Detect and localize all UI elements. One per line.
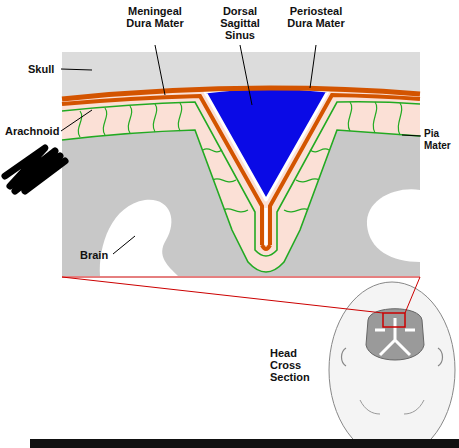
arachnoid-line [62, 102, 420, 256]
part-label: Head Cross Section [270, 347, 330, 383]
zoom-lines [62, 277, 420, 313]
part-label: Dorsal Sagittal Sinus [212, 5, 268, 41]
part-label: Periosteal Dura Mater [286, 5, 346, 29]
part-label: Arachnoid [5, 125, 61, 137]
part-label: Skull [28, 63, 60, 75]
head-outline [329, 282, 455, 448]
subarachnoid-space [62, 88, 420, 272]
zoom-box [383, 313, 405, 327]
photo-edge-bar [30, 439, 459, 448]
ear-marks [342, 348, 443, 366]
sulcus [367, 189, 420, 262]
falx [262, 245, 270, 249]
head-brain [366, 309, 424, 360]
falx-gap [265, 208, 268, 245]
pia-line [62, 130, 420, 272]
jaw-marks [360, 400, 424, 414]
sagittal-sinus [205, 88, 328, 200]
sulcus [100, 200, 178, 276]
periosteal-dura [62, 88, 420, 99]
head-brain-folds [375, 318, 415, 355]
part-label: Meningeal Dura Mater [126, 5, 184, 29]
scribble [5, 148, 65, 191]
leader-lines [61, 45, 421, 254]
part-label: Pia Mater [424, 128, 457, 152]
brain-region [62, 52, 420, 276]
meningeal-dura [270, 95, 420, 245]
part-label: Brain [80, 249, 112, 261]
trabeculae [78, 102, 401, 212]
